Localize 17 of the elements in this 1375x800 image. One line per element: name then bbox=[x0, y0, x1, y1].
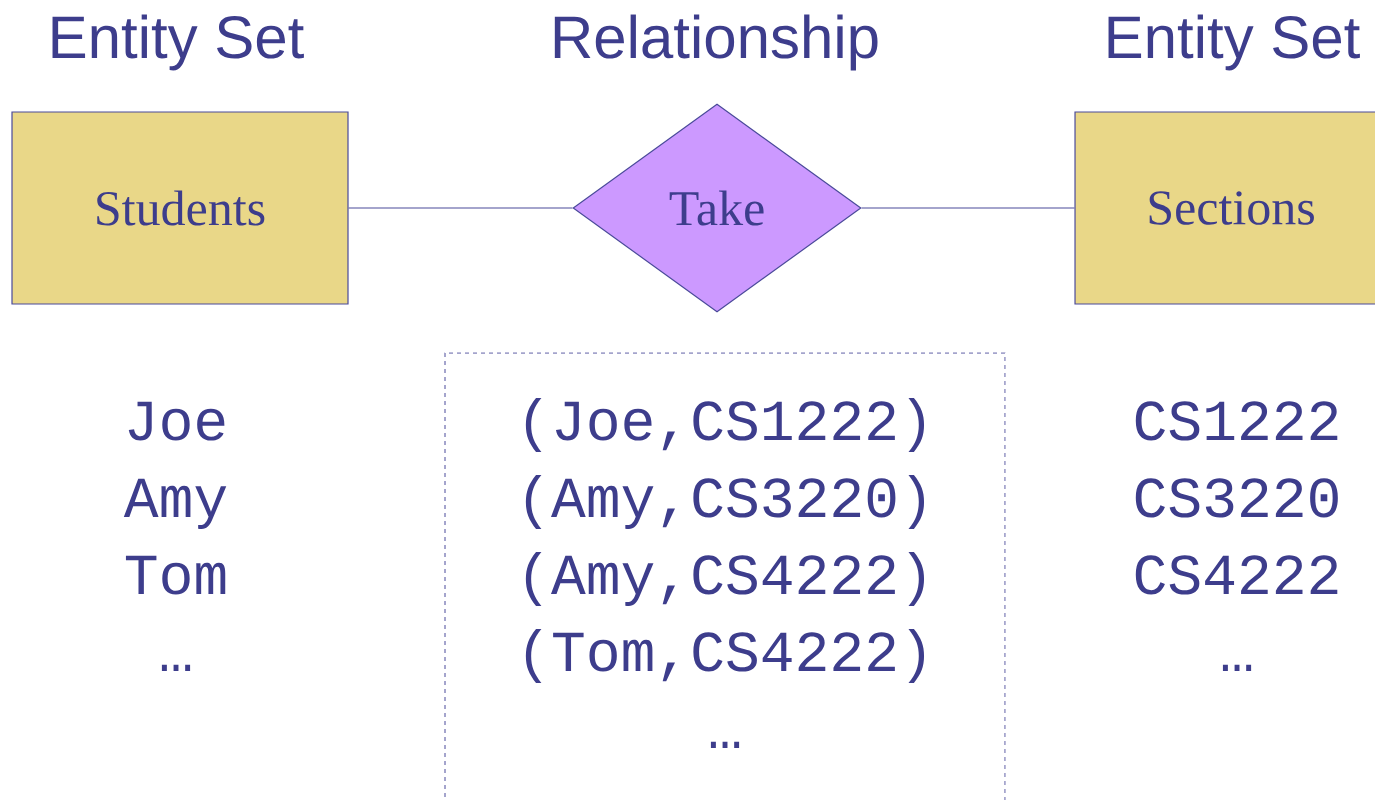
list-text: Amy bbox=[123, 478, 227, 530]
tuple-text: (Tom,CS4222) bbox=[525, 629, 925, 684]
connector-line bbox=[348, 207, 573, 209]
list-text: … bbox=[1222, 664, 1252, 671]
list-text: CS4222 bbox=[1135, 555, 1338, 595]
tuple-text: (Amy,CS3220) bbox=[525, 474, 925, 530]
list-text: CS3220 bbox=[1135, 478, 1338, 518]
tuple-text: (Amy,CS4222) bbox=[525, 551, 925, 607]
connector-line bbox=[861, 207, 1075, 209]
list-text: CS1222 bbox=[1135, 401, 1338, 441]
list-text: … bbox=[161, 664, 191, 671]
entity-box: Students bbox=[11, 111, 349, 305]
entity-box: Sections bbox=[1074, 111, 1375, 305]
tuple-text: (Joe,CS1222) bbox=[525, 397, 925, 453]
tuple-text: … bbox=[710, 741, 740, 748]
list-text: Tom bbox=[125, 555, 226, 595]
list-text: Joe bbox=[128, 401, 225, 441]
